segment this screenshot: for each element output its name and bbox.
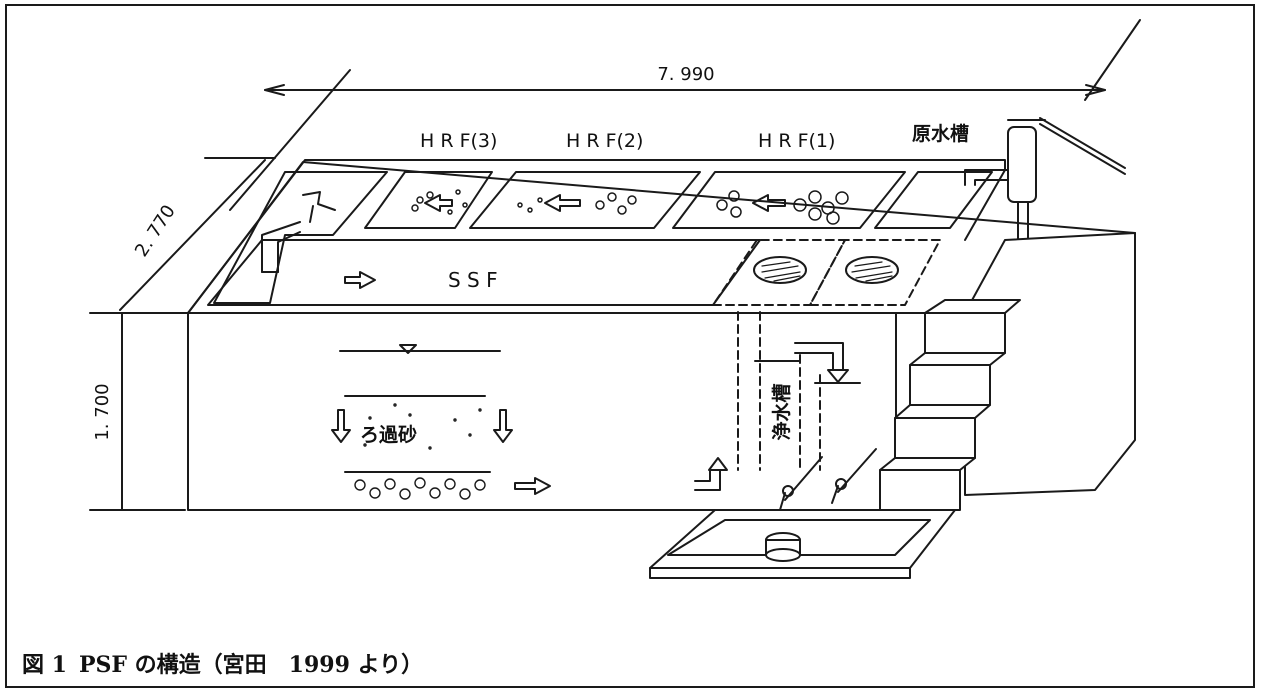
- collection-basin: [650, 510, 955, 578]
- label-filter-sand: ろ過砂: [360, 424, 417, 446]
- dimension-height-label: 1. 700: [92, 383, 113, 440]
- dimension-length-label: 7. 990: [657, 64, 714, 85]
- figure-caption-text: PSF の構造（宮田 1999 より）: [79, 652, 423, 678]
- label-hrf3: H R F(3): [420, 130, 497, 152]
- label-hrf1: H R F(1): [758, 130, 835, 152]
- label-raw-water-tank: 原水槽: [912, 122, 969, 145]
- label-hrf2: H R F(2): [566, 130, 643, 152]
- label-clean-water-tank: 浄水槽: [770, 383, 793, 440]
- figure-caption-number: 図 1: [22, 652, 67, 678]
- label-ssf: S S F: [448, 268, 498, 292]
- figure-caption: 図 1 PSF の構造（宮田 1999 より）: [22, 647, 435, 679]
- dimension-width-label: 2. 770: [131, 201, 180, 260]
